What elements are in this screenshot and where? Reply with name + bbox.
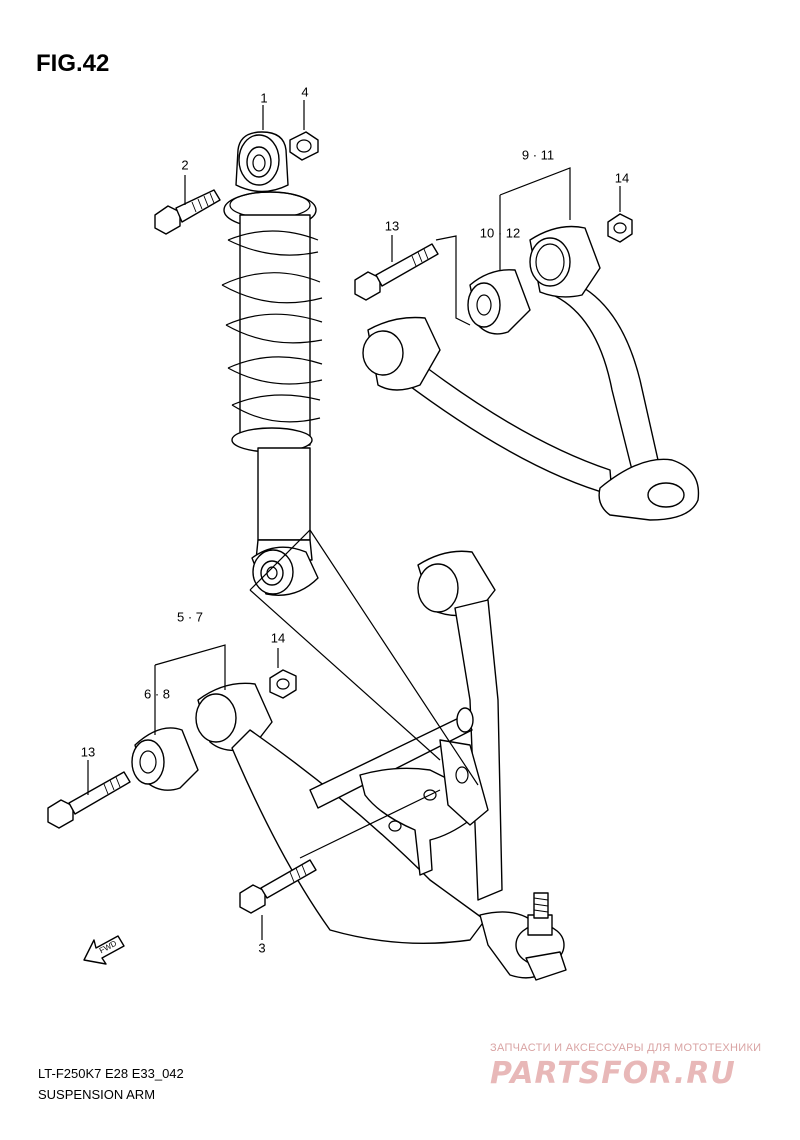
- fwd-arrow-icon: [83, 935, 125, 965]
- callout-2: 2: [181, 157, 189, 173]
- bolt-part-2: [154, 189, 221, 235]
- nut-part-14-lower: [269, 669, 297, 699]
- callout-4: 4: [301, 84, 309, 100]
- bushing-part-6-8: [131, 727, 199, 791]
- callout-13-lower: 13: [80, 744, 96, 760]
- model-code: LT-F250K7 E28 E33_042: [38, 1066, 184, 1081]
- bushing-part-10-12: [467, 269, 531, 335]
- watermark-tagline: ЗАПЧАСТИ И АКСЕССУАРЫ ДЛЯ МОТОТЕХНИКИ: [490, 1042, 762, 1054]
- callout-1: 1: [260, 90, 268, 106]
- bolt-part-13-lower: [47, 771, 131, 829]
- watermark-logo: PARTSFOR.RU: [490, 1056, 736, 1091]
- lower-suspension-arm: [195, 550, 567, 981]
- upper-suspension-arm: [362, 225, 700, 521]
- callout-9-11: 9 · 11: [521, 147, 555, 163]
- callout-13-upper: 13: [384, 218, 400, 234]
- nut-part-4: [289, 131, 319, 161]
- callout-14-lower: 14: [270, 630, 286, 646]
- nut-part-14-upper: [607, 213, 633, 243]
- callout-5-7: 5 · 7: [176, 609, 204, 625]
- assembly-lines: [87, 100, 621, 940]
- callout-10-12: 10 · 12: [479, 225, 521, 241]
- section-name: SUSPENSION ARM: [38, 1087, 156, 1102]
- bolt-part-3: [239, 859, 317, 914]
- bolt-part-13-upper: [354, 243, 439, 301]
- callout-6-8: 6 · 8: [143, 686, 171, 702]
- figure-title: FIG.42: [36, 50, 110, 77]
- shock-absorber: [221, 131, 323, 596]
- callout-3: 3: [258, 940, 266, 956]
- callout-14-upper: 14: [614, 170, 630, 186]
